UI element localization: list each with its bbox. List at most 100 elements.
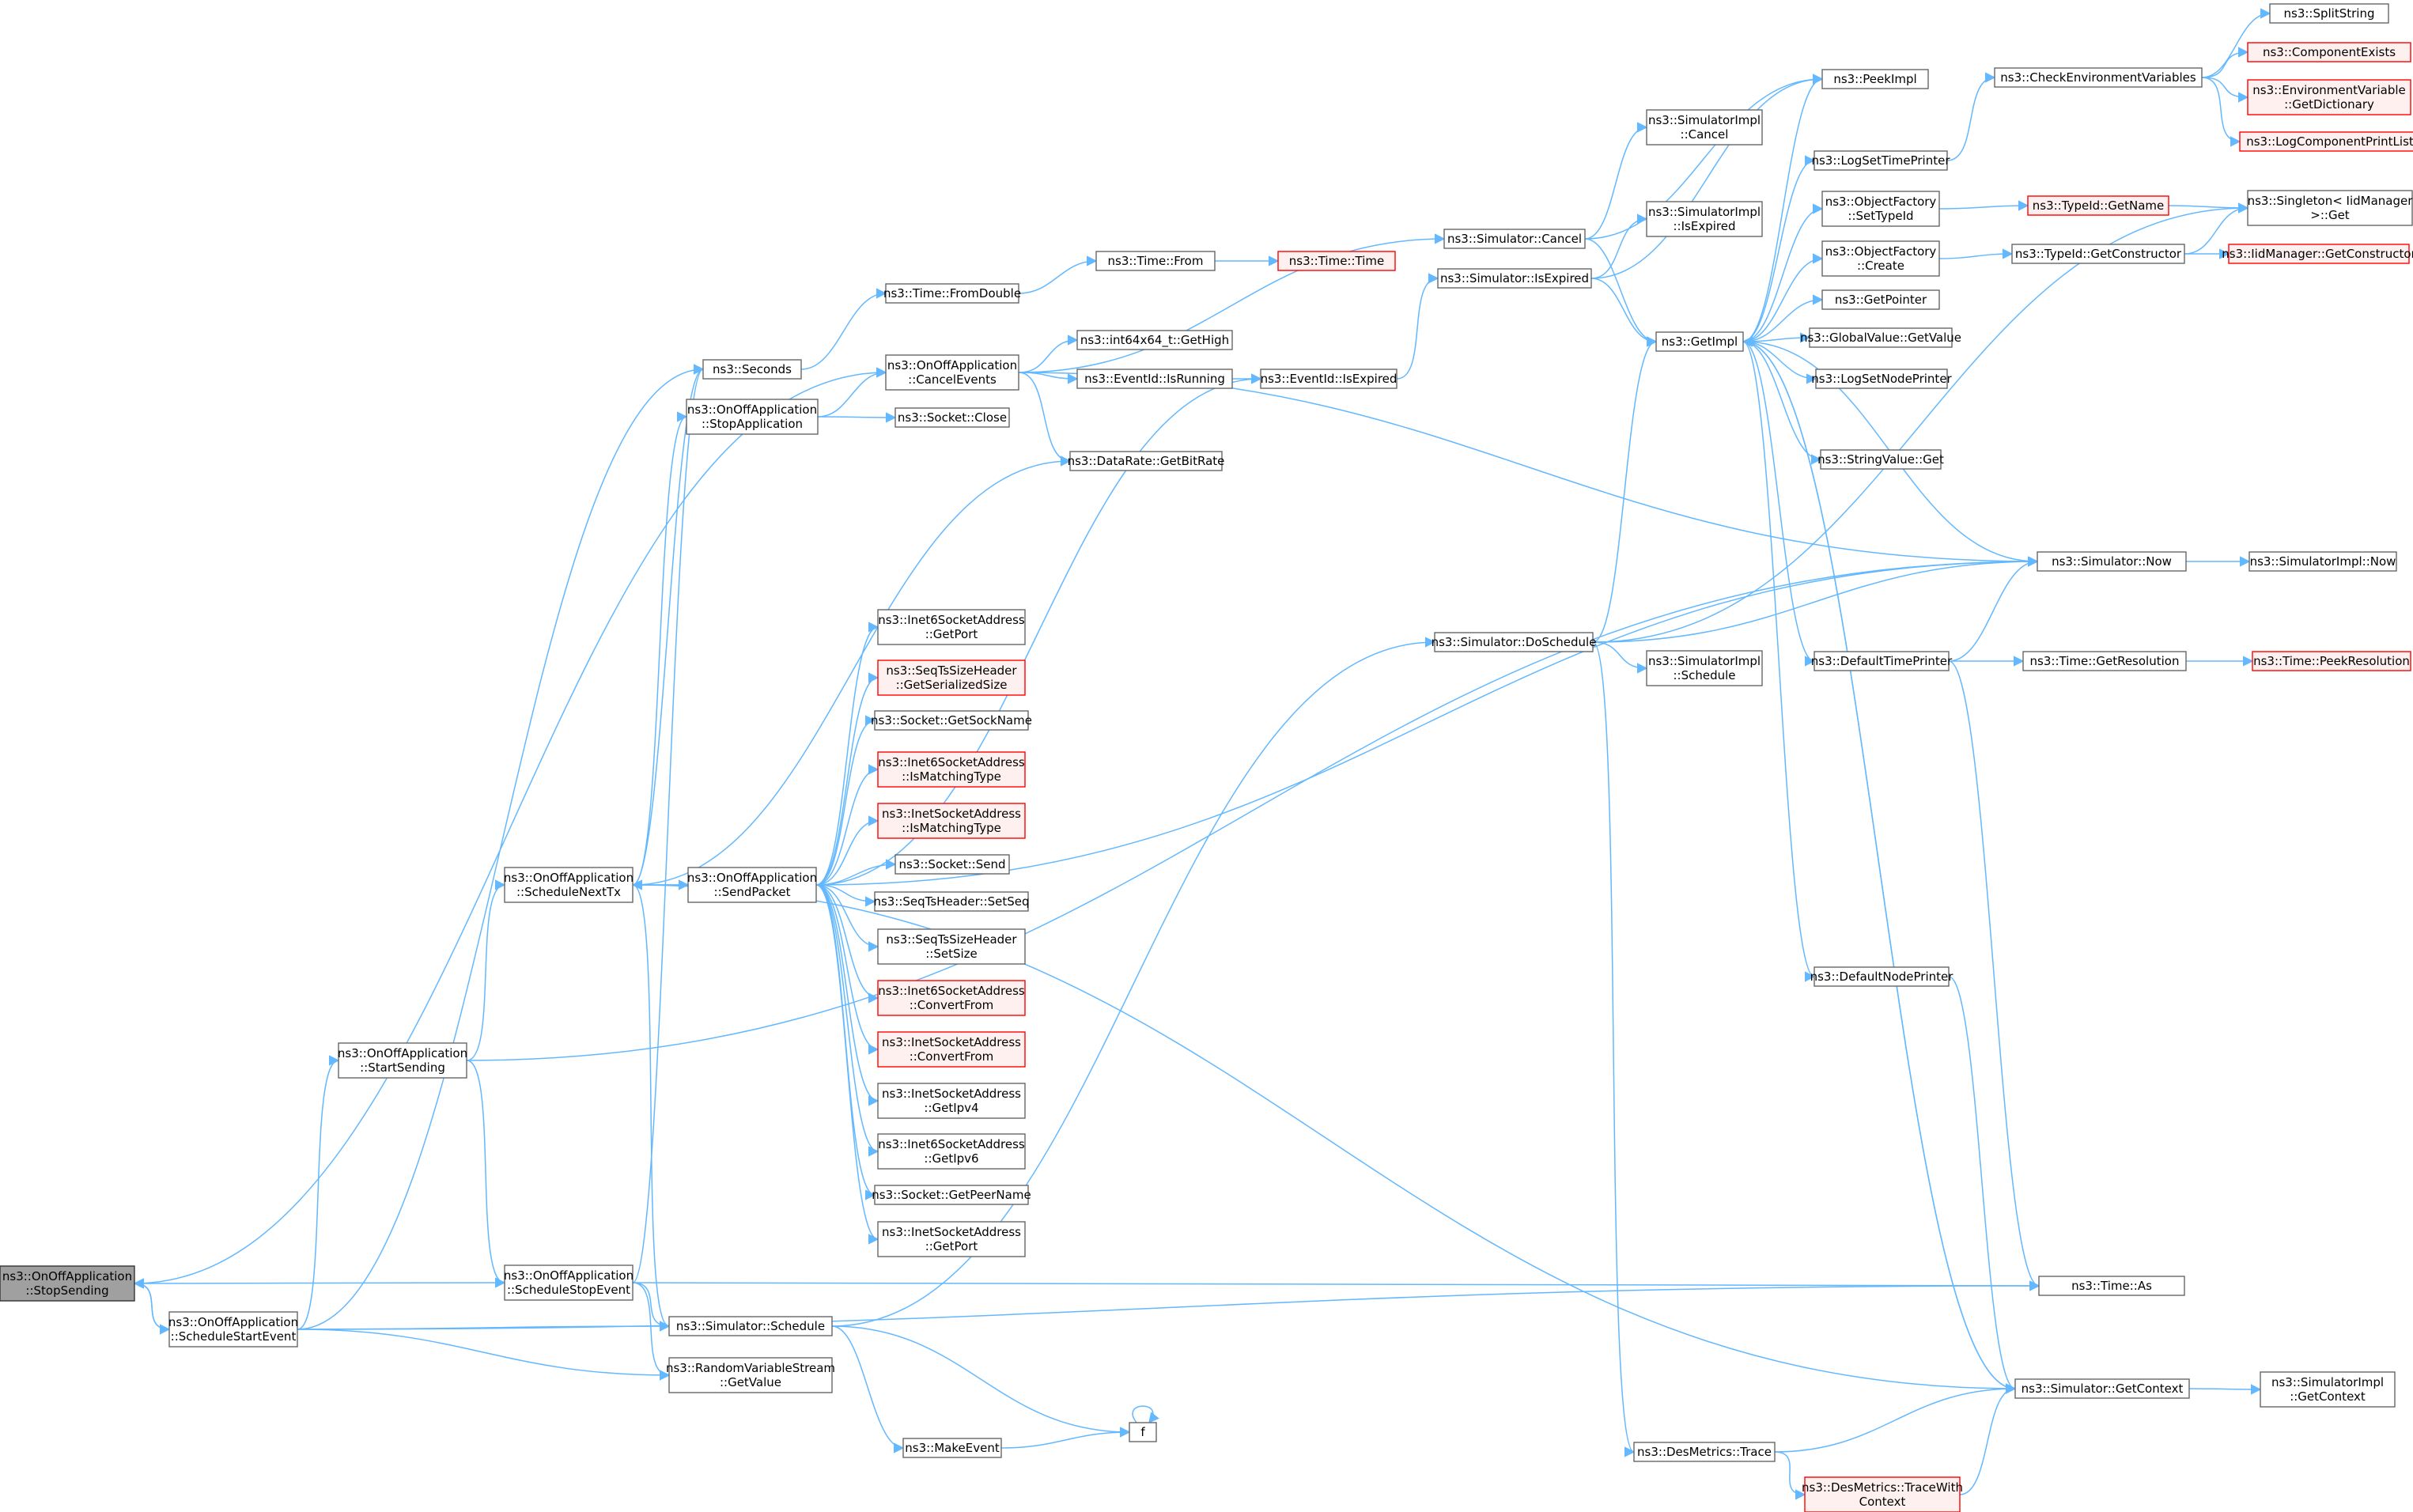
node-socket-close[interactable]: ns3::Socket::Close	[894, 407, 1010, 428]
edge-check-env-vars-to-split-string	[2201, 8, 2271, 78]
node-schedule-start-event[interactable]: ns3::OnOffApplication::ScheduleStartEven…	[168, 1311, 298, 1348]
node-start-sending[interactable]: ns3::OnOffApplication::StartSending	[338, 1042, 467, 1079]
node-send-packet[interactable]: ns3::OnOffApplication::SendPacket	[687, 867, 817, 903]
edge-sim-is-expired-to-peek-impl	[1590, 74, 1824, 279]
node-seq-ts-size-get-serialized-size[interactable]: ns3::SeqTsSizeHeader::GetSerializedSize	[877, 660, 1026, 696]
node-time-get-resolution[interactable]: ns3::Time::GetResolution	[2022, 651, 2187, 671]
node-sim-impl-now[interactable]: ns3::SimulatorImpl::Now	[2248, 551, 2397, 572]
node-rvs-get-value[interactable]: ns3::RandomVariableStream::GetValue	[666, 1357, 835, 1393]
node-type-id-get-name[interactable]: ns3::TypeId::GetName	[2027, 195, 2169, 216]
node-seconds[interactable]: ns3::Seconds	[702, 359, 802, 380]
node-peek-impl[interactable]: ns3::PeekImpl	[1821, 69, 1929, 89]
node-box	[1821, 191, 1940, 227]
node-socket-send[interactable]: ns3::Socket::Send	[894, 854, 1010, 875]
edge-sim-do-schedule-to-sim-now	[1592, 556, 2039, 643]
node-socket-get-sock-name[interactable]: ns3::Socket::GetSockName	[871, 710, 1032, 731]
edge-start-sending-to-schedule-stop-event	[466, 1060, 506, 1288]
node-inet-get-port[interactable]: ns3::InetSocketAddress::GetPort	[877, 1221, 1026, 1257]
node-get-pointer[interactable]: ns3::GetPointer	[1821, 289, 1940, 310]
node-sim-impl-schedule[interactable]: ns3::SimulatorImpl::Schedule	[1646, 650, 1763, 686]
node-label: ns3::Time::Time	[1289, 254, 1385, 268]
node-env-var-get-dictionary[interactable]: ns3::EnvironmentVariable::GetDictionary	[2247, 79, 2411, 115]
node-inet-get-ipv4[interactable]: ns3::InetSocketAddress::GetIpv4	[877, 1083, 1026, 1119]
node-label: ns3::InetSocketAddress	[882, 1225, 1021, 1239]
node-log-set-node-printer[interactable]: ns3::LogSetNodePrinter	[1811, 369, 1953, 389]
node-data-rate-get-bit-rate[interactable]: ns3::DataRate::GetBitRate	[1068, 451, 1225, 471]
node-inet6-get-ipv6[interactable]: ns3::Inet6SocketAddress::GetIpv6	[877, 1133, 1026, 1170]
node-label: ::Schedule	[1673, 668, 1735, 682]
node-sim-impl-is-expired[interactable]: ns3::SimulatorImpl::IsExpired	[1646, 201, 1763, 237]
node-box	[1069, 451, 1223, 471]
node-stop-application[interactable]: ns3::OnOffApplication::StopApplication	[686, 399, 819, 435]
node-seq-ts-set-seq[interactable]: ns3::SeqTsHeader::SetSeq	[873, 891, 1030, 912]
node-type-id-get-constructor[interactable]: ns3::TypeId::GetConstructor	[2011, 244, 2185, 264]
node-string-value-get[interactable]: ns3::StringValue::Get	[1817, 449, 1944, 470]
node-box	[2247, 190, 2413, 226]
node-label: ns3::ComponentExists	[2263, 45, 2396, 59]
node-inet6-get-port[interactable]: ns3::Inet6SocketAddress::GetPort	[877, 609, 1026, 645]
node-sim-is-expired[interactable]: ns3::Simulator::IsExpired	[1437, 268, 1592, 289]
node-component-exists[interactable]: ns3::ComponentExists	[2247, 42, 2411, 62]
node-inet-convert-from[interactable]: ns3::InetSocketAddress::ConvertFrom	[877, 1031, 1026, 1068]
node-log-component-print-list[interactable]: ns3::LogComponentPrintList	[2239, 131, 2413, 152]
node-time-as[interactable]: ns3::Time::As	[2038, 1276, 2185, 1296]
node-f[interactable]: f	[1129, 1422, 1157, 1442]
node-global-value-get-value[interactable]: ns3::GlobalValue::GetValue	[1800, 327, 1961, 348]
node-get-impl[interactable]: ns3::GetImpl	[1655, 331, 1744, 352]
node-label: ns3::Simulator::Now	[2052, 554, 2172, 569]
node-des-trace[interactable]: ns3::DesMetrics::Trace	[1633, 1442, 1776, 1462]
node-singleton-get[interactable]: ns3::Singleton< IidManager>::Get	[2247, 190, 2413, 226]
edge-log-set-time-printer-to-check-env-vars	[1946, 72, 1996, 161]
node-cancel-events[interactable]: ns3::OnOffApplication::CancelEvents	[885, 354, 1019, 391]
edge-schedule-next-tx-to-stop-application	[632, 411, 688, 886]
node-label: ::SetTypeId	[1848, 209, 1913, 223]
node-sim-do-schedule[interactable]: ns3::Simulator::DoSchedule	[1432, 632, 1597, 652]
node-sim-now[interactable]: ns3::Simulator::Now	[2037, 551, 2187, 572]
node-label: ns3::OnOffApplication	[687, 871, 817, 885]
node-sim-cancel[interactable]: ns3::Simulator::Cancel	[1443, 229, 1586, 249]
node-label: ns3::IidManager::GetConstructor	[2222, 247, 2413, 261]
node-schedule-stop-event[interactable]: ns3::OnOffApplication::ScheduleStopEvent	[504, 1264, 634, 1301]
node-inet-is-matching-type[interactable]: ns3::InetSocketAddress::IsMatchingType	[877, 803, 1026, 839]
node-label: ns3::Inet6SocketAddress	[878, 613, 1025, 627]
node-box	[877, 1221, 1026, 1257]
node-int64-get-high[interactable]: ns3::int64x64_t::GetHigh	[1076, 330, 1233, 350]
node-log-set-time-printer[interactable]: ns3::LogSetTimePrinter	[1811, 150, 1950, 171]
node-inet6-is-matching-type[interactable]: ns3::Inet6SocketAddress::IsMatchingType	[877, 751, 1026, 788]
node-label: ns3::Time::FromDouble	[883, 286, 1021, 301]
node-box	[504, 867, 634, 903]
node-box	[877, 928, 1026, 965]
node-seq-ts-size-set-size[interactable]: ns3::SeqTsSizeHeader::SetSize	[877, 928, 1026, 965]
node-label: ns3::SimulatorImpl	[1648, 654, 1761, 668]
node-label: ns3::StringValue::Get	[1817, 452, 1944, 467]
node-time-peek-resolution[interactable]: ns3::Time::PeekResolution	[2252, 651, 2411, 671]
node-event-id-is-running[interactable]: ns3::EventId::IsRunning	[1076, 369, 1233, 389]
node-sim-get-context[interactable]: ns3::Simulator::GetContext	[2014, 1378, 2190, 1399]
node-socket-get-peer-name[interactable]: ns3::Socket::GetPeerName	[872, 1185, 1031, 1205]
node-label: ns3::TypeId::GetName	[2033, 198, 2164, 213]
node-sim-impl-get-context[interactable]: ns3::SimulatorImpl::GetContext	[2260, 1371, 2396, 1408]
node-box	[2252, 651, 2411, 671]
node-time-time[interactable]: ns3::Time::Time	[1277, 251, 1396, 271]
node-time-from[interactable]: ns3::Time::From	[1095, 251, 1216, 271]
node-box	[877, 1083, 1026, 1119]
node-default-node-printer[interactable]: ns3::DefaultNodePrinter	[1810, 966, 1954, 987]
node-make-event[interactable]: ns3::MakeEvent	[902, 1438, 1002, 1458]
node-obj-factory-create[interactable]: ns3::ObjectFactory::Create	[1821, 240, 1940, 277]
edge-seconds-to-time-from-double	[800, 288, 887, 370]
node-split-string[interactable]: ns3::SplitString	[2269, 3, 2389, 24]
node-schedule-next-tx[interactable]: ns3::OnOffApplication::ScheduleNextTx	[504, 867, 634, 903]
node-iid-get-constructor[interactable]: ns3::IidManager::GetConstructor	[2222, 244, 2413, 264]
node-label: ::StopSending	[25, 1283, 108, 1298]
node-default-time-printer[interactable]: ns3::DefaultTimePrinter	[1811, 651, 1953, 671]
node-obj-factory-set-type-id[interactable]: ns3::ObjectFactory::SetTypeId	[1821, 191, 1940, 227]
node-stop-sending[interactable]: ns3::OnOffApplication::StopSending	[0, 1265, 135, 1302]
node-sim-schedule[interactable]: ns3::Simulator::Schedule	[668, 1316, 833, 1336]
node-time-from-double[interactable]: ns3::Time::FromDouble	[883, 283, 1021, 304]
node-box	[2247, 79, 2411, 115]
node-inet6-convert-from[interactable]: ns3::Inet6SocketAddress::ConvertFrom	[877, 980, 1026, 1016]
node-check-env-vars[interactable]: ns3::CheckEnvironmentVariables	[1994, 67, 2203, 88]
node-event-id-is-expired[interactable]: ns3::EventId::IsExpired	[1260, 369, 1397, 389]
node-sim-impl-cancel[interactable]: ns3::SimulatorImpl::Cancel	[1646, 109, 1763, 146]
